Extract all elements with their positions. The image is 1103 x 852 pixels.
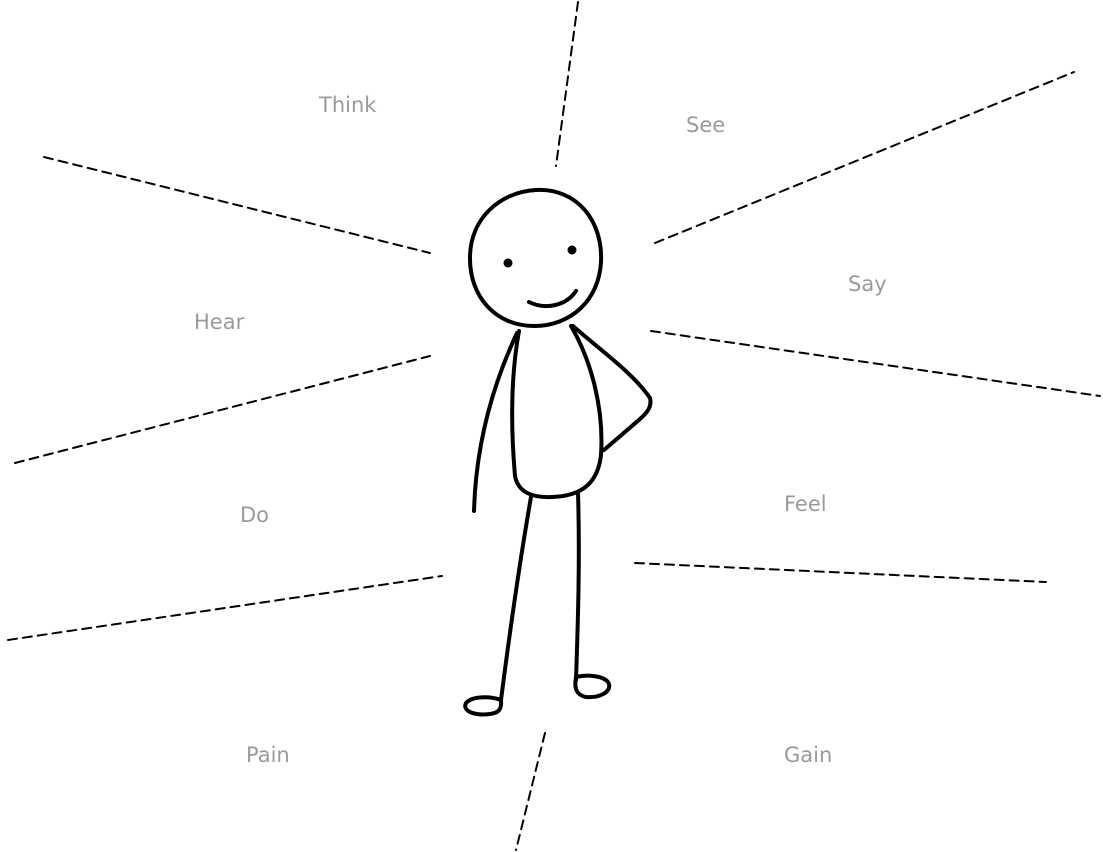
person-left-foot xyxy=(465,697,501,714)
person-right-leg xyxy=(576,492,579,680)
person-right-eye xyxy=(568,246,577,255)
label-pain: Pain xyxy=(246,745,290,766)
label-think: Think xyxy=(319,95,376,116)
person-right-arm xyxy=(573,326,651,450)
label-see: See xyxy=(686,115,725,136)
person-right-foot xyxy=(575,676,609,697)
divider-lines xyxy=(8,2,1100,850)
label-feel: Feel xyxy=(784,494,827,515)
person-left-leg xyxy=(501,497,531,700)
person-left-eye xyxy=(504,259,513,268)
person-smile xyxy=(529,291,576,306)
person-figure xyxy=(465,190,650,715)
divider-upper-left xyxy=(44,157,430,253)
divider-upper-right xyxy=(655,72,1074,243)
divider-lower-right xyxy=(635,563,1046,582)
label-say: Say xyxy=(848,274,887,295)
divider-top xyxy=(556,2,578,166)
label-do: Do xyxy=(240,505,269,526)
divider-mid-left xyxy=(15,356,430,463)
divider-lower-left xyxy=(8,576,442,640)
divider-mid-right xyxy=(651,331,1100,396)
divider-bottom xyxy=(516,733,545,850)
person-torso xyxy=(512,326,601,497)
label-hear: Hear xyxy=(194,312,244,333)
label-gain: Gain xyxy=(784,745,832,766)
